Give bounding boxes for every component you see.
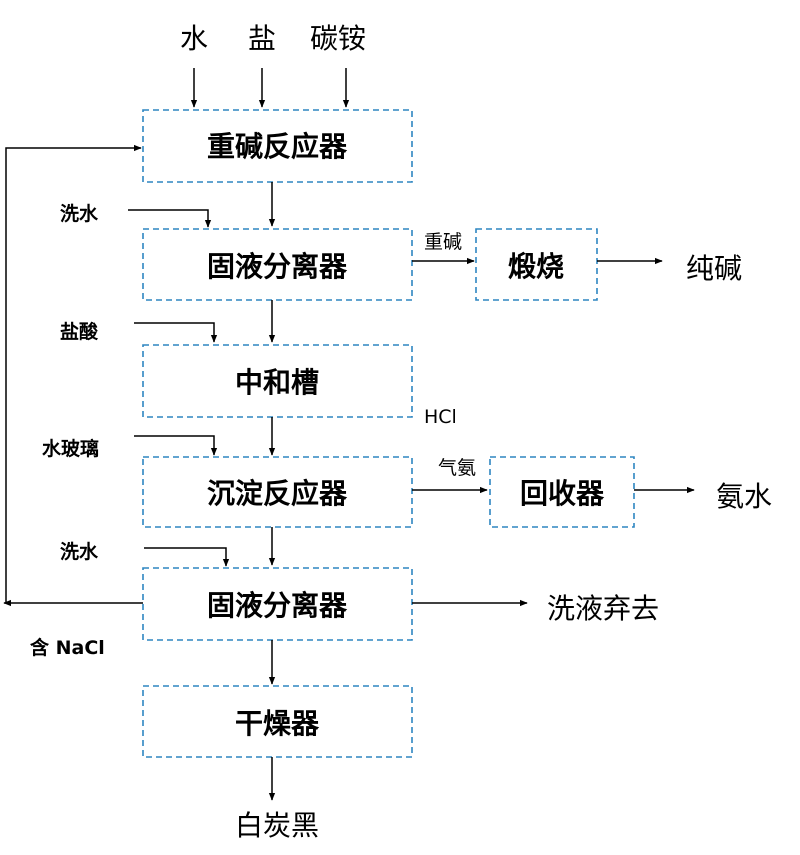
input-salt-label: 盐	[248, 22, 276, 55]
soda-ash-label: 纯碱	[686, 252, 742, 285]
wash-water-1-arrow	[128, 209, 212, 228]
recovery-unit-box: 回收器	[489, 456, 635, 528]
solid-liquid-separator-1-label: 固液分离器	[207, 250, 348, 283]
heavy-soda-reactor-label: 重碱反应器	[207, 130, 348, 163]
water-glass-arrow	[134, 435, 218, 456]
wash-water-1-label: 洗水	[60, 202, 99, 225]
heavy-soda-flow-label: 重碱	[424, 231, 462, 253]
contains-nacl-label: 含 NaCl	[30, 636, 105, 659]
wash-water-2-label: 洗水	[60, 540, 99, 563]
wash-water-2-arrow	[144, 547, 230, 567]
solid-liquid-separator-2-box: 固液分离器	[142, 567, 413, 641]
hcl-label: HCl	[424, 406, 457, 428]
dryer-label: 干燥器	[235, 707, 320, 740]
dryer-box: 干燥器	[142, 685, 413, 758]
nacl-recycle-return-arrow	[5, 144, 142, 603]
neutralization-tank-label: 中和槽	[235, 366, 319, 399]
heavy-soda-reactor-box: 重碱反应器	[142, 109, 413, 183]
solid-liquid-separator-2-label: 固液分离器	[207, 589, 348, 622]
wash-liquid-discarded-label: 洗液弃去	[547, 592, 659, 625]
precipitation-reactor-label: 沉淀反应器	[207, 477, 348, 510]
input-ammonium-bicarbonate-label: 碳铵	[310, 22, 366, 55]
solid-liquid-separator-1-box: 固液分离器	[142, 228, 413, 301]
white-carbon-black-label: 白炭黑	[235, 809, 319, 842]
input-water-label: 水	[180, 22, 208, 55]
calcination-label: 煅烧	[508, 250, 564, 283]
ammonia-gas-flow-label: 气氨	[438, 457, 476, 479]
calcination-box: 煅烧	[475, 228, 598, 301]
water-glass-label: 水玻璃	[42, 437, 99, 460]
hydrochloric-acid-label: 盐酸	[60, 320, 99, 343]
precipitation-reactor-box: 沉淀反应器	[142, 456, 413, 528]
neutralization-tank-box: 中和槽	[142, 344, 413, 418]
ammonia-water-label: 氨水	[716, 480, 772, 513]
recovery-unit-label: 回收器	[520, 477, 605, 510]
hydrochloric-acid-arrow	[134, 322, 218, 343]
